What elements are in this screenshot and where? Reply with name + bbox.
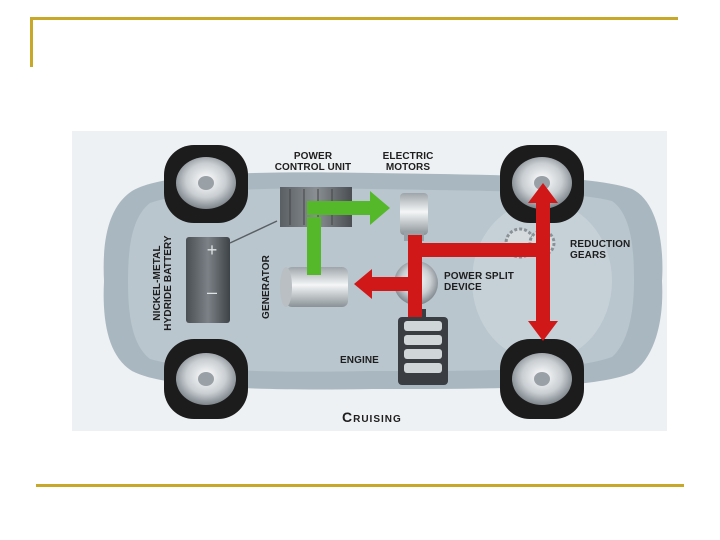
label-power-control-unit: POWER CONTROL UNIT <box>274 151 352 173</box>
label-generator: GENERATOR <box>261 255 272 319</box>
label-engine: ENGINE <box>340 355 379 366</box>
battery-pack <box>186 220 278 323</box>
hybrid-drivetrain-diagram: POWER CONTROL UNIT ELECTRIC MOTORS REDUC… <box>72 131 667 431</box>
battery-minus-sign: – <box>206 282 218 302</box>
generator-unit <box>280 267 348 307</box>
top-left-rule <box>30 17 33 67</box>
diagram-graphic <box>103 145 663 419</box>
top-rule <box>30 17 678 20</box>
engine-block <box>398 309 448 385</box>
wheel-front-right <box>500 145 584 223</box>
diagram-caption: Cruising <box>342 409 402 425</box>
battery-plus-sign: + <box>206 240 218 260</box>
bottom-rule <box>36 484 684 487</box>
label-power-split-device: POWER SPLIT DEVICE <box>444 271 514 293</box>
electric-flow-arrow <box>307 191 390 275</box>
mechanical-flow-arrows <box>354 183 558 341</box>
wheel-front-left <box>164 145 248 223</box>
label-reduction-gears: REDUCTION GEARS <box>570 239 631 261</box>
electric-motor-unit <box>400 193 428 241</box>
wheel-rear-left <box>164 339 248 419</box>
label-battery: NICKEL-METAL HYDRIDE BATTERY <box>152 235 174 331</box>
label-electric-motors: ELECTRIC MOTORS <box>382 151 434 173</box>
wheel-rear-right <box>500 339 584 419</box>
